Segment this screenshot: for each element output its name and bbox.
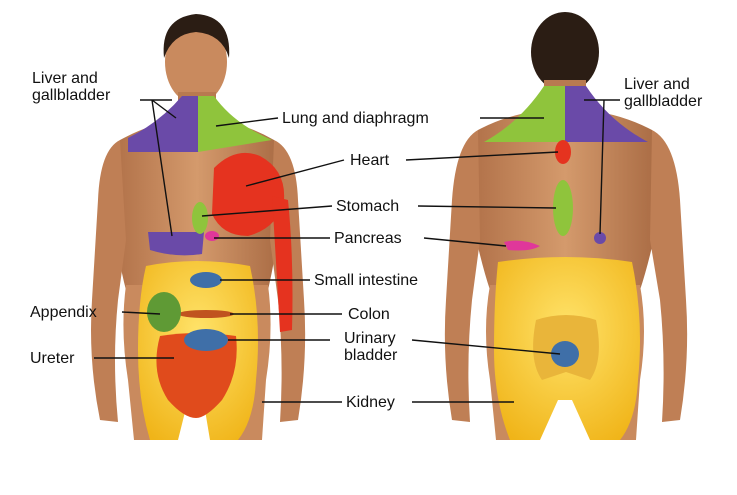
front-liver-zone-upper bbox=[128, 96, 198, 152]
back-left-arm bbox=[445, 130, 480, 422]
front-colon-zone bbox=[178, 310, 234, 318]
label-urinary: Urinary bladder bbox=[344, 330, 397, 364]
label-colon: Colon bbox=[348, 306, 390, 323]
label-liver-back: Liver and gallbladder bbox=[624, 76, 702, 110]
front-figure bbox=[91, 14, 305, 440]
label-small-intestine: Small intestine bbox=[314, 272, 418, 289]
label-pancreas: Pancreas bbox=[334, 230, 402, 247]
front-appendix-zone bbox=[147, 292, 181, 332]
label-ureter: Ureter bbox=[30, 350, 74, 367]
label-stomach: Stomach bbox=[336, 198, 399, 215]
front-pancreas-zone bbox=[205, 231, 219, 241]
label-lung: Lung and diaphragm bbox=[282, 110, 429, 127]
front-urinary-zone bbox=[184, 329, 228, 351]
back-right-arm bbox=[650, 130, 687, 422]
label-appendix: Appendix bbox=[30, 304, 97, 321]
front-left-arm bbox=[91, 140, 126, 422]
front-small-intestine-zone bbox=[190, 272, 222, 288]
front-stomach-zone bbox=[192, 202, 208, 234]
label-heart: Heart bbox=[350, 152, 389, 169]
label-kidney: Kidney bbox=[346, 394, 395, 411]
label-liver-front: Liver and gallbladder bbox=[32, 70, 110, 104]
